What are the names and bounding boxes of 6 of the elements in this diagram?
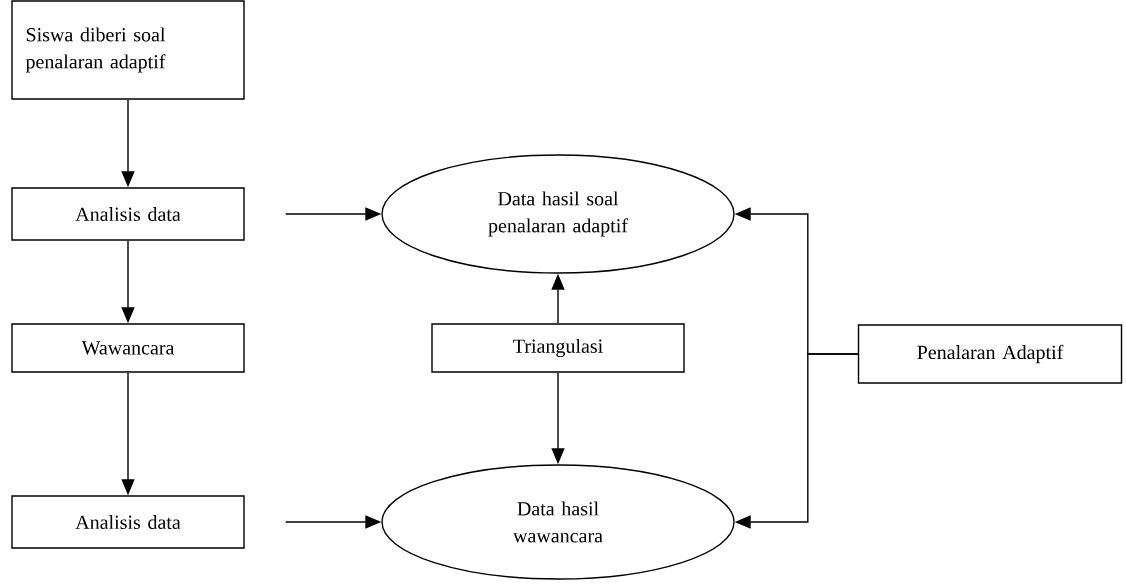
process-box: Analisis data (11, 187, 245, 241)
process-box: Triangulasi (431, 323, 685, 373)
process-box: Wawancara (11, 323, 245, 373)
process-box: Siswa diberi soal penalaran adaptif (11, 0, 245, 100)
process-box: Penalaran Adaptif (857, 324, 1123, 384)
process-box: Analisis data (11, 495, 245, 549)
